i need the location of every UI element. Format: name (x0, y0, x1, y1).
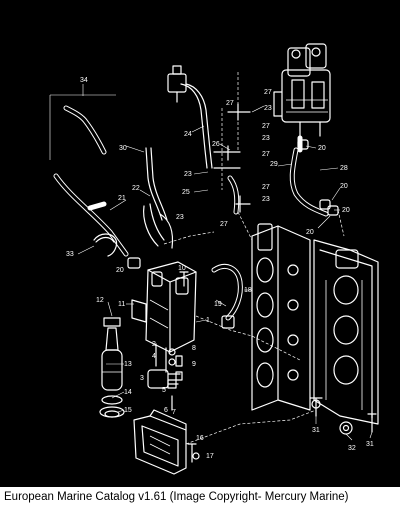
part-19-hose (211, 264, 243, 329)
part-30-hose (145, 147, 168, 221)
callout-33: 33 (66, 251, 74, 258)
part-16-17-screw (187, 443, 200, 463)
callout-leaders (77, 105, 373, 441)
callout-31-b: 31 (366, 441, 374, 448)
callout-7: 7 (172, 409, 176, 416)
callout-23-e: 23 (176, 214, 184, 221)
callout-15: 15 (124, 407, 132, 414)
callout-1: 1 (206, 317, 210, 324)
part-10-screw (179, 271, 189, 287)
callout-21: 21 (118, 195, 126, 202)
exploded-parts-diagram: 34 30 24 26 27 27 27 27 27 27 23 23 23 2… (0, 0, 400, 487)
callout-27-a: 27 (226, 100, 234, 107)
part-21-hose (53, 173, 129, 257)
callout-6: 6 (164, 407, 168, 414)
callout-16: 16 (196, 435, 204, 442)
image-caption: European Marine Catalog v1.61 (Image Cop… (0, 488, 400, 507)
part-34-hose (49, 84, 116, 160)
callout-23-c: 23 (184, 171, 192, 178)
callout-17: 17 (206, 453, 214, 460)
part-7-float-bowl (133, 409, 187, 475)
part-cylinder-head (313, 239, 379, 425)
callout-23-a: 23 (264, 105, 272, 112)
callout-34: 34 (80, 77, 88, 84)
callout-3: 3 (140, 375, 144, 382)
part-tee-fittings (213, 103, 251, 215)
callout-24: 24 (184, 131, 192, 138)
callout-20-a: 20 (318, 145, 326, 152)
callout-19: 19 (214, 301, 222, 308)
part-small-fittings (167, 348, 183, 411)
callout-32: 32 (348, 445, 356, 452)
callout-18: 18 (244, 287, 252, 294)
callout-20-c: 20 (342, 207, 350, 214)
part-fuel-rail-assembly (273, 43, 331, 137)
callout-27-e: 27 (262, 184, 270, 191)
callout-25: 25 (182, 189, 190, 196)
callout-10: 10 (178, 265, 186, 272)
callout-23-b: 23 (262, 135, 270, 142)
callout-20-e: 20 (116, 267, 124, 274)
callout-23-d: 23 (262, 196, 270, 203)
callout-27-c: 27 (262, 123, 270, 130)
callout-4: 4 (152, 353, 156, 360)
part-3-regulator (147, 369, 181, 389)
callout-2: 2 (152, 341, 156, 348)
callout-14: 14 (124, 389, 132, 396)
callout-27-d: 27 (262, 151, 270, 158)
callout-12: 12 (96, 297, 104, 304)
callout-11: 11 (118, 301, 125, 308)
callout-28: 28 (340, 165, 348, 172)
callout-9: 9 (192, 361, 196, 368)
callout-27-f: 27 (220, 221, 228, 228)
part-33-clamp (93, 233, 118, 257)
part-20-clamp-left (127, 257, 141, 269)
callout-26: 26 (212, 141, 220, 148)
part-vent-valve (167, 65, 187, 103)
diagram-svg: 34 30 24 26 27 27 27 27 27 27 23 23 23 2… (49, 43, 379, 475)
callout-20-d: 20 (306, 229, 314, 236)
callout-13: 13 (124, 361, 132, 368)
part-31-bolt-right (367, 413, 377, 433)
part-18-intake-manifold (251, 223, 311, 411)
part-14-filter (99, 395, 125, 418)
callout-29: 29 (270, 161, 278, 168)
part-31-bolt-left (309, 397, 323, 417)
callout-30: 30 (119, 145, 127, 152)
callout-5: 5 (162, 387, 166, 394)
callout-20-b: 20 (340, 183, 348, 190)
callout-labels: 34 30 24 26 27 27 27 27 27 27 23 23 23 2… (66, 77, 374, 460)
callout-22: 22 (132, 185, 140, 192)
part-22-hose (143, 203, 174, 249)
part-24-hose (180, 83, 213, 169)
callout-27-b: 27 (264, 89, 272, 96)
part-32-washer (339, 421, 353, 435)
part-13-fuel-pump (101, 317, 123, 391)
callout-8: 8 (192, 345, 196, 352)
callout-31-a: 31 (312, 427, 320, 434)
part-vapor-separator (131, 261, 197, 373)
